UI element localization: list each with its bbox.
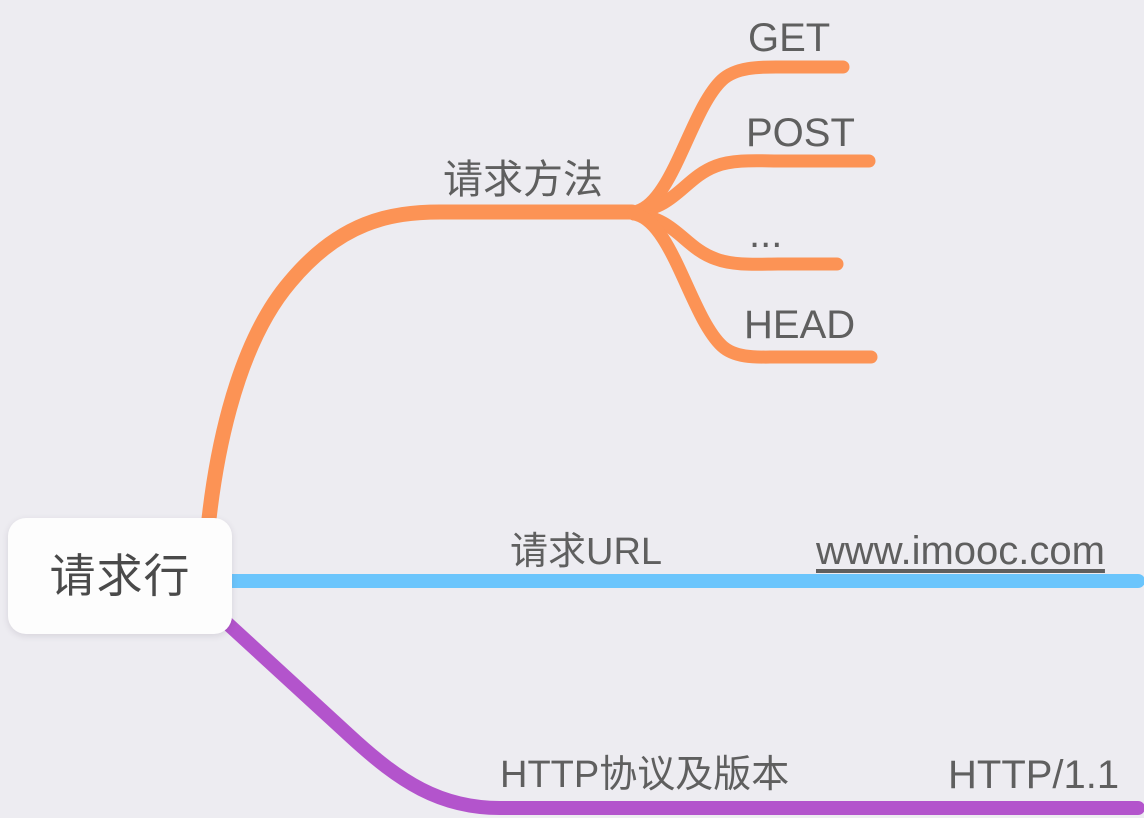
leaf-label-ellipsis[interactable]: ... — [749, 212, 783, 256]
branch-label-method[interactable]: 请求方法 — [443, 158, 603, 202]
connector-method-ellipsis — [627, 207, 844, 271]
root-node[interactable]: 请求行 — [8, 518, 232, 634]
leaf-label-get[interactable]: GET — [748, 16, 831, 60]
leaf-label-head[interactable]: HEAD — [744, 303, 856, 347]
connector-method-trunk — [200, 204, 640, 536]
branch-label-protocol[interactable]: HTTP协议及版本 — [500, 754, 790, 796]
leaf-label-post[interactable]: POST — [746, 111, 855, 155]
branch-label-url[interactable]: 请求URL — [510, 531, 663, 573]
leaf-label-url-value[interactable]: www.imooc.com — [816, 529, 1105, 573]
leaf-label-protocol-value[interactable]: HTTP/1.1 — [948, 753, 1120, 797]
root-node-label: 请求行 — [49, 550, 191, 602]
connector-method-post — [627, 154, 876, 219]
